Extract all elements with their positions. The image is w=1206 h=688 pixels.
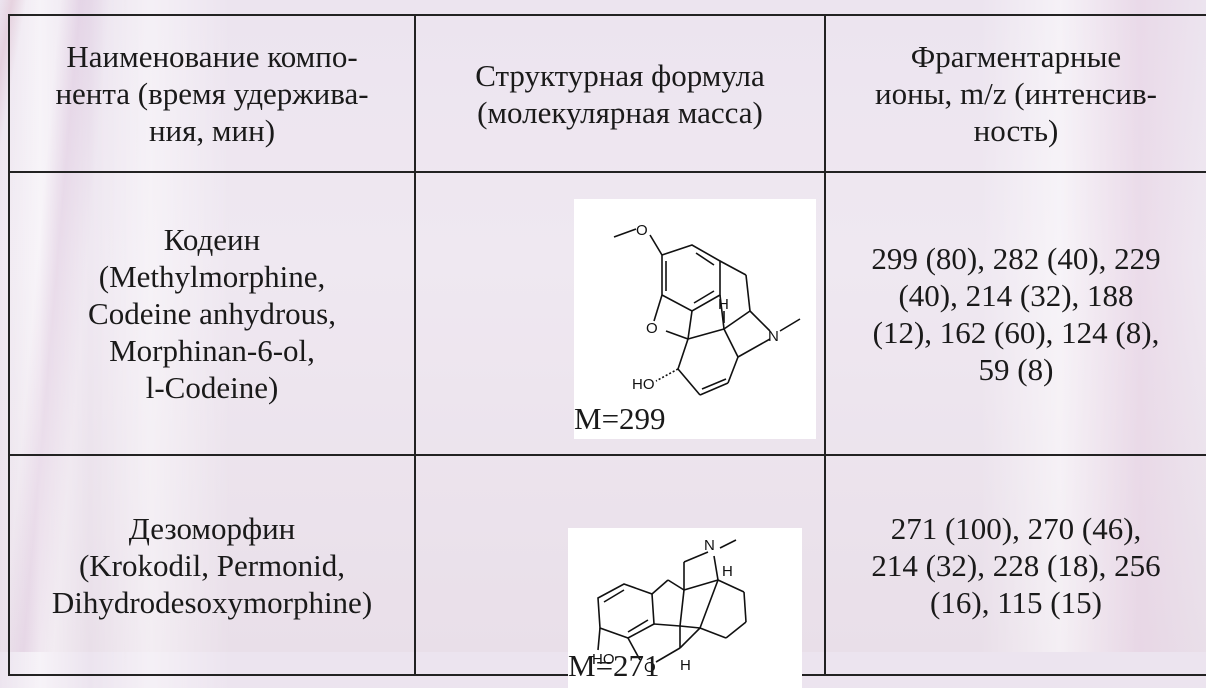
structure-cell: O O H N HO M=299 — [414, 171, 826, 456]
component-name-cell: Дезоморфин (Krokodil, Permonid, Dihydrod… — [8, 454, 416, 676]
svg-text:H: H — [718, 296, 729, 313]
header-component-name: Наименование компо- нента (время удержив… — [8, 14, 416, 173]
fragment-ions-cell: 299 (80), 282 (40), 229 (40), 214 (32), … — [824, 171, 1206, 456]
table-row: Дезоморфин (Krokodil, Permonid, Dihydrod… — [8, 454, 1206, 688]
header-fragment-ions: Фрагментарные ионы, m/z (интенсив- ность… — [824, 14, 1206, 173]
molecular-mass-label: M=299 — [574, 401, 666, 436]
svg-text:N: N — [768, 328, 779, 345]
svg-text:O: O — [636, 222, 648, 239]
codeine-structure-icon: O O H N HO — [574, 199, 816, 439]
table-row: Кодеин (Methylmorphine, Codeine anhydrou… — [8, 171, 1206, 456]
svg-text:H: H — [722, 563, 733, 580]
svg-text:N: N — [704, 537, 715, 554]
molecular-mass-label: M=271 — [568, 648, 660, 683]
fragment-ions-cell: 271 (100), 270 (46), 214 (32), 228 (18),… — [824, 454, 1206, 676]
codeine-structure-drawing: O O H N HO — [613, 222, 801, 396]
structure-cell: N H HO O H M=271 — [414, 454, 826, 688]
svg-text:H: H — [680, 657, 691, 674]
svg-text:O: O — [646, 320, 658, 337]
component-name-cell: Кодеин (Methylmorphine, Codeine anhydrou… — [8, 171, 416, 456]
compound-table: Наименование компо- нента (время удержив… — [8, 14, 1206, 688]
header-structural-formula: Структурная формула (молекулярная масса) — [414, 14, 826, 173]
table-header-row: Наименование компо- нента (время удержив… — [8, 14, 1206, 173]
svg-text:HO: HO — [632, 376, 655, 393]
